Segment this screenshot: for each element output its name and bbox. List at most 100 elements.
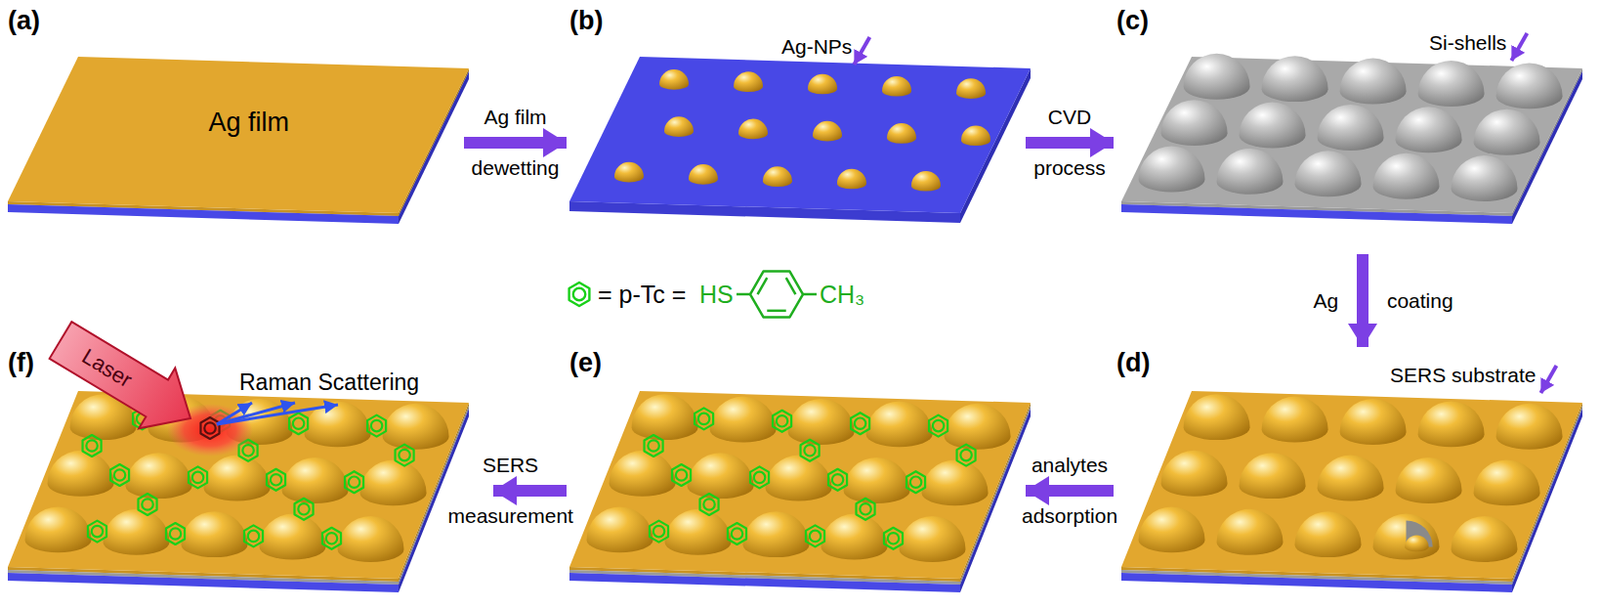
- molecule-icon: [727, 522, 747, 545]
- nanodome: [1451, 515, 1518, 562]
- chemical-group: HS: [699, 280, 734, 309]
- nanodome: [609, 450, 676, 497]
- molecule-icon: [928, 415, 948, 437]
- nanodome: [631, 393, 699, 440]
- panel-node: (e): [566, 346, 1026, 604]
- molecule-icon-ring: [653, 525, 665, 537]
- panel-node: (d)SERS substrate: [1113, 346, 1593, 604]
- nanodome: [733, 71, 763, 92]
- molecule-icon-ring: [703, 498, 715, 509]
- nanodome: [25, 505, 92, 552]
- molecule-icon: [644, 434, 664, 457]
- panel-label: (b): [569, 5, 603, 37]
- nanodome: [1395, 457, 1463, 504]
- nanodome: [1217, 508, 1284, 555]
- molecule-icon: [166, 522, 185, 545]
- molecule-icon-ring: [293, 417, 304, 428]
- nanodome: [1473, 109, 1541, 156]
- nanodome: [821, 513, 888, 560]
- molecule-icon-ring: [297, 503, 309, 514]
- molecule-icon-ring: [698, 413, 710, 424]
- nanodome: [1262, 55, 1329, 102]
- molecule-icon: [800, 439, 820, 462]
- formula-text: = p-Tc =: [597, 280, 686, 309]
- molecule-icon: [672, 463, 691, 486]
- molecule-icon: [772, 410, 792, 432]
- nanodome: [743, 510, 810, 557]
- nanodome: [126, 452, 193, 499]
- benzene-ring: [750, 271, 803, 318]
- molecule-icon: [87, 520, 107, 543]
- process-arrow: [1025, 136, 1114, 149]
- molecule-icon: [395, 444, 415, 466]
- film-surface: [7, 56, 469, 213]
- nanodome: [837, 168, 867, 190]
- nanodome: [282, 457, 349, 504]
- nanodome: [587, 505, 654, 552]
- molecule-icon: [244, 524, 263, 547]
- molecule-icon-ring: [270, 473, 282, 485]
- molecule-icon: [110, 463, 129, 486]
- connectors: [463, 142, 1363, 491]
- molecule-icon: [569, 282, 590, 306]
- molecule-icon: [828, 468, 847, 491]
- scatter-label: Raman Scattering: [239, 369, 420, 395]
- nanodome: [1317, 104, 1385, 151]
- molecule-icon-ring: [803, 444, 815, 456]
- molecule-icon-ring: [647, 439, 659, 451]
- double-bond: [757, 277, 768, 295]
- nanodome: [762, 166, 793, 187]
- molecule-icon-ring: [731, 527, 743, 539]
- chemical-group: CH₃: [819, 280, 865, 309]
- molecule-icon: [750, 465, 769, 488]
- nanodome: [47, 450, 115, 497]
- molecule-icon-ring: [887, 532, 899, 544]
- molecule-icon-ring: [141, 498, 153, 509]
- nanodome: [614, 162, 644, 183]
- nanodome: [944, 403, 1011, 450]
- nanodome: [922, 459, 989, 506]
- molecule-icon: [188, 465, 208, 488]
- artwork: [7, 33, 1583, 592]
- molecule-icon: [200, 417, 219, 439]
- molecule-icon-ring: [675, 468, 687, 480]
- nanodome: [1161, 99, 1228, 146]
- leader-arrow: [1511, 33, 1527, 61]
- nanodome: [765, 455, 833, 502]
- panel-label: (e): [569, 347, 602, 379]
- step-label: CVD process: [1033, 91, 1106, 194]
- leader-arrow: [853, 37, 870, 65]
- nanodome: [1295, 510, 1362, 557]
- nanodome: [181, 510, 249, 557]
- panel-node: (f)LaserRaman Scattering: [4, 346, 494, 604]
- molecule-icon: [294, 498, 314, 520]
- molecule-icon: [83, 434, 102, 457]
- step-label: Ag coating: [1312, 289, 1453, 313]
- molecule-icon: [266, 468, 286, 491]
- panel-node: (b) Ag-NPs: [566, 4, 1026, 254]
- film-label: Ag film: [209, 107, 291, 138]
- nanodome: [911, 170, 941, 192]
- nanodome: [1161, 450, 1228, 497]
- nanodome: [1340, 58, 1407, 105]
- molecule-icon-ring: [348, 475, 360, 487]
- nanodome: [738, 119, 768, 140]
- molecule-icon: [322, 527, 341, 549]
- nanodome: [1138, 505, 1206, 552]
- nanodome: [1262, 396, 1329, 443]
- nanodome: [1239, 102, 1306, 149]
- molecule-icon-ring: [371, 420, 382, 431]
- part-label: Ag-NPs: [781, 35, 852, 59]
- film-surface: [569, 56, 1031, 213]
- raman-ray: [216, 404, 338, 424]
- nanodome: [382, 403, 450, 450]
- molecule-icon-ring: [832, 473, 843, 485]
- nanodome: [688, 164, 718, 185]
- molecule-icon-ring: [932, 420, 944, 431]
- molecule-icon-ring: [754, 471, 765, 483]
- molecule-icon-ring: [91, 525, 103, 537]
- panel-label: (f): [7, 347, 35, 379]
- nanodome: [360, 459, 427, 506]
- nanodome: [1373, 513, 1440, 560]
